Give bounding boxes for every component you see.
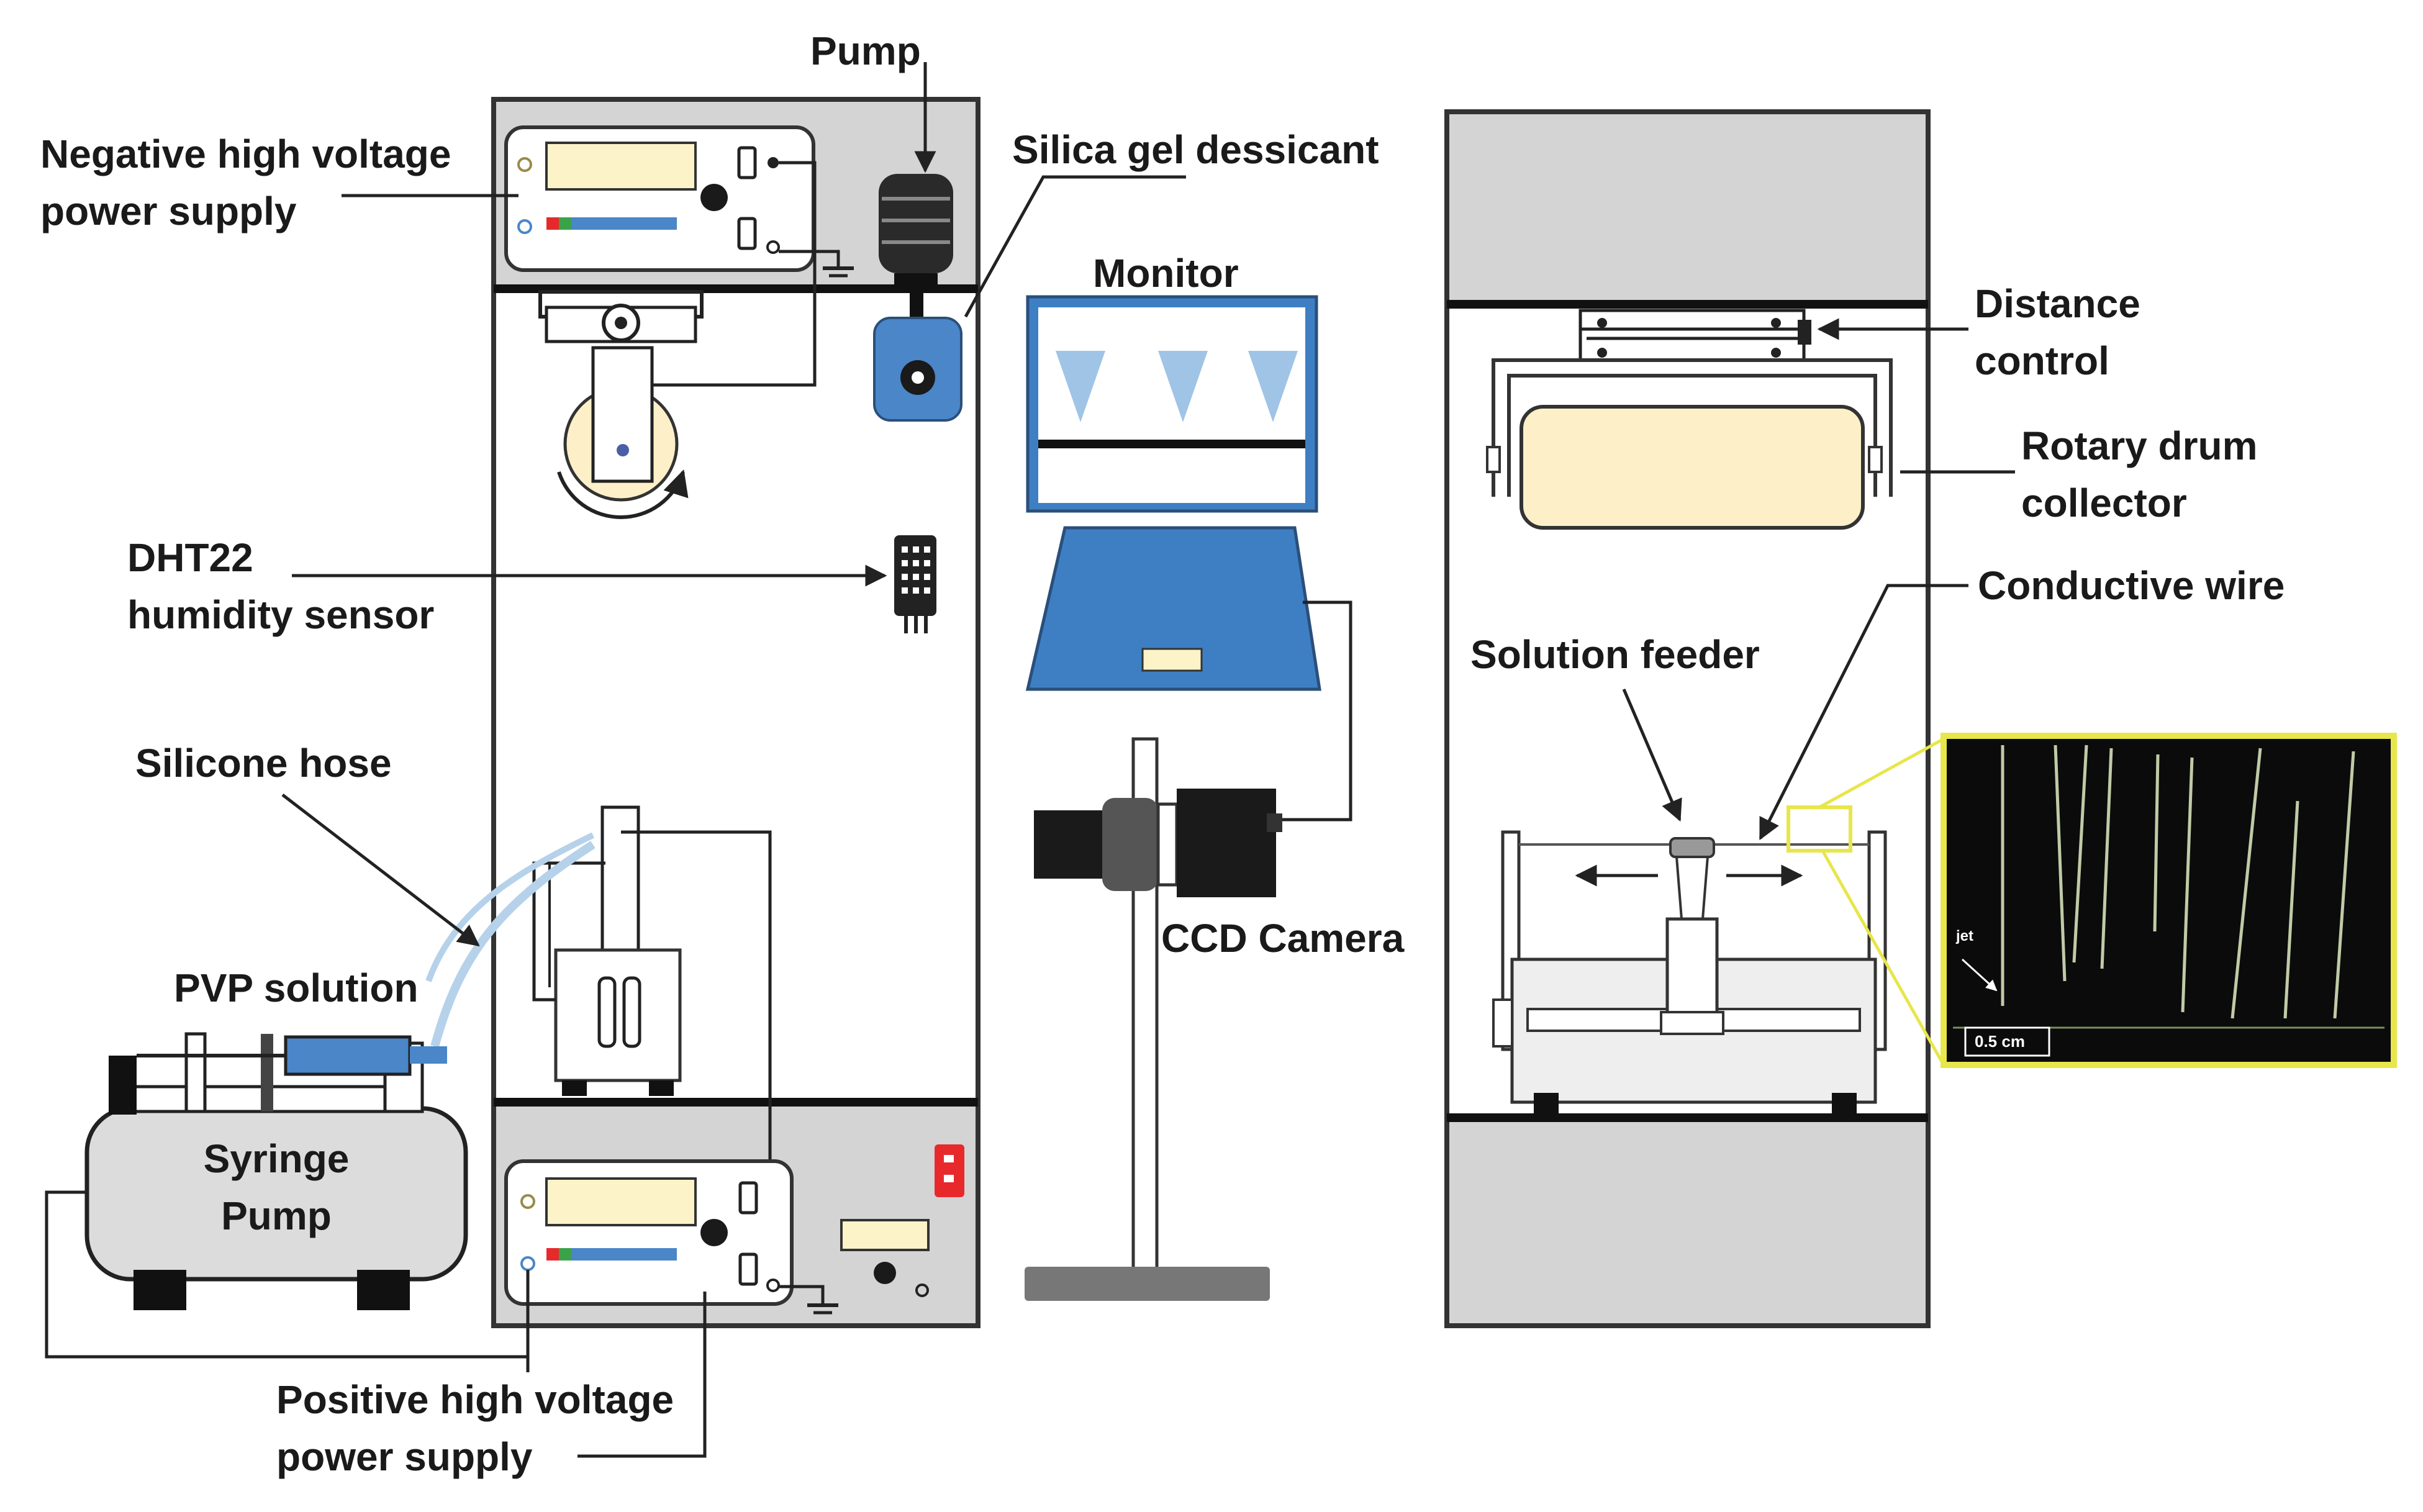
label-conductive-wire: Conductive wire: [1978, 563, 2285, 608]
positive-supply-display: [545, 1177, 697, 1226]
positive-power-supply: [504, 1144, 964, 1315]
label-distance-control-line1: Distance: [1975, 281, 2140, 326]
label-negative-supply-line1: Negative high voltage: [40, 132, 451, 176]
dht22-sensor: [292, 535, 936, 633]
label-dht22-line1: DHT22: [127, 535, 253, 580]
positive-supply-knob: [700, 1219, 728, 1246]
label-distance-control-line2: control: [1975, 338, 2109, 383]
label-monitor: Monitor: [1093, 251, 1239, 296]
label-syringe-pump-line1: Syringe: [203, 1136, 350, 1181]
label-pump: Pump: [810, 29, 921, 73]
pump-device: [879, 62, 953, 318]
silica-gel-canister: [873, 175, 1186, 422]
negative-supply-display: [545, 142, 697, 191]
silicone-hose: [281, 794, 596, 1048]
scale-bar-box: [1964, 1026, 2050, 1057]
label-positive-supply-line2: power supply: [276, 1434, 533, 1479]
label-dht22-line2: humidity sensor: [127, 592, 435, 637]
label-solution-feeder: Solution feeder: [1470, 632, 1760, 677]
syringe-pump: [45, 1032, 530, 1359]
label-positive-supply-line1: Positive high voltage: [276, 1377, 674, 1422]
humidity-controller: [840, 1219, 930, 1251]
label-negative-supply: Negative high voltage power supply: [40, 125, 451, 240]
red-indicator: [935, 1144, 964, 1197]
label-scale-bar: 0.5 cm: [1975, 1032, 2025, 1051]
spinneret-stand: [532, 805, 775, 1182]
conductive-wire-pointer: [1759, 584, 1968, 841]
label-syringe-pump-line2: Pump: [221, 1193, 332, 1238]
monitor-laptop: [1025, 295, 1352, 822]
label-silica-gel: Silica gel dessicant: [1012, 127, 1379, 172]
label-ccd-camera: CCD Camera: [1161, 916, 1405, 961]
label-positive-supply: Positive high voltage power supply: [276, 1371, 674, 1485]
pvp-syringe: [284, 1035, 412, 1076]
label-rotary-drum-line1: Rotary drum: [2021, 423, 2258, 468]
label-rotary-drum-line2: collector: [2021, 481, 2187, 525]
label-rotary-drum: Rotary drum collector: [2021, 417, 2258, 532]
ccd-camera: [1025, 737, 1282, 1301]
label-jet: jet: [1956, 928, 1974, 944]
label-syringe-pump: Syringe Pump: [174, 1130, 379, 1244]
rotating-collector: [538, 290, 704, 519]
label-negative-supply-line2: power supply: [40, 189, 297, 233]
negative-supply-knob: [700, 184, 728, 211]
rotary-drum-collector: [1486, 358, 2015, 530]
label-distance-control: Distance control: [1975, 275, 2140, 389]
right-cabinet: [1444, 109, 1931, 1328]
label-dht22: DHT22 humidity sensor: [127, 529, 434, 643]
label-pvp-solution: PVP solution: [174, 966, 419, 1010]
jet-inset-photo: [1787, 733, 2397, 1068]
label-silicone-hose: Silicone hose: [135, 741, 392, 785]
negative-power-supply: [504, 125, 854, 387]
solution-feeder-assembly: [1492, 689, 1887, 1118]
